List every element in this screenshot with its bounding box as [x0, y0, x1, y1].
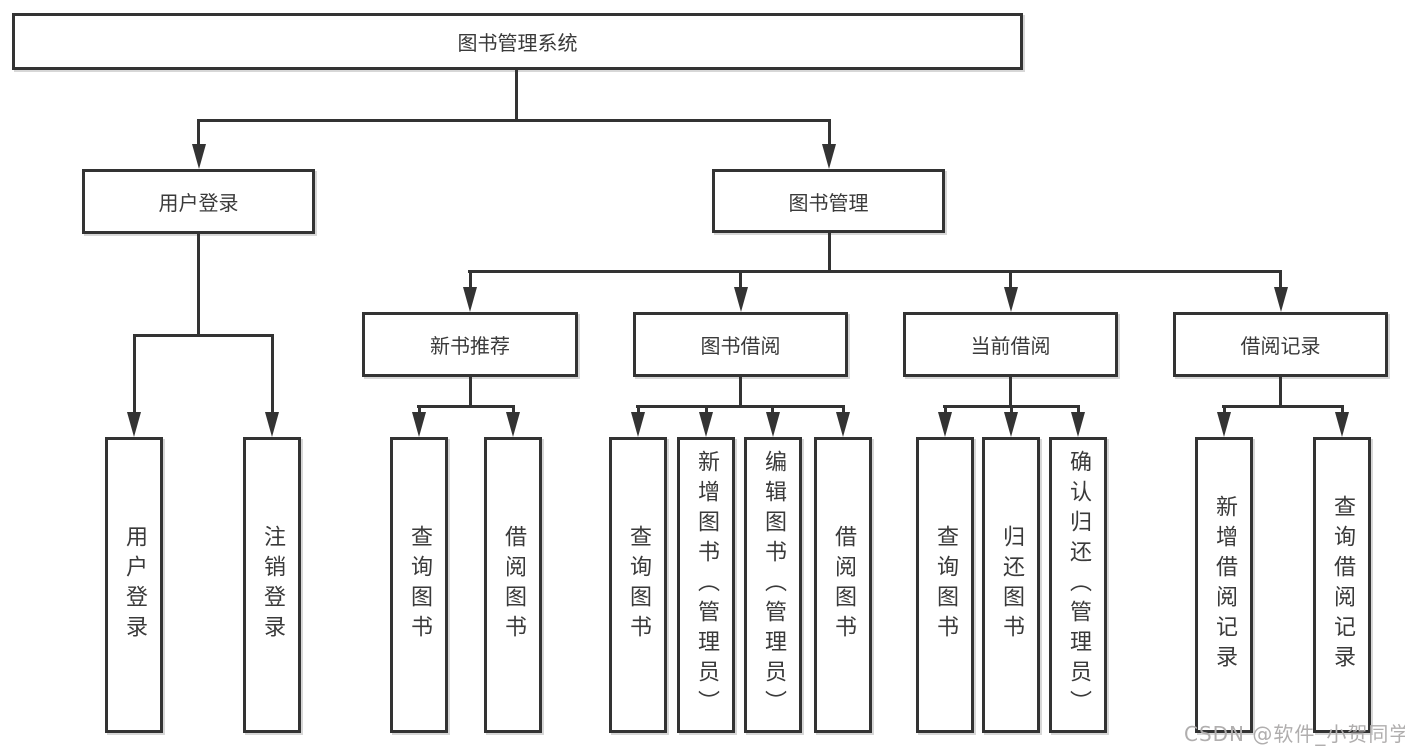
- leaf-add-borrow-record: 新增借阅记录: [1195, 437, 1253, 733]
- arrow-shaft: [943, 405, 947, 416]
- arrow-shaft: [468, 270, 472, 291]
- connector-hline: [468, 270, 1282, 273]
- connector-hline: [197, 119, 831, 122]
- arrow-shaft: [1222, 405, 1226, 416]
- connector-vline: [1279, 377, 1282, 408]
- node-library-management-system: 图书管理系统: [12, 13, 1023, 70]
- arrow-down-icon: [733, 287, 748, 312]
- arrow-down-icon: [1071, 412, 1085, 437]
- leaf-label: 借阅图书: [831, 525, 856, 645]
- arrow-shaft: [1009, 405, 1013, 416]
- arrow-shaft: [1340, 405, 1344, 416]
- leaf-borrow-books: 借阅图书: [814, 437, 872, 733]
- arrow-shaft: [704, 405, 708, 416]
- arrow-shaft: [841, 405, 845, 416]
- leaf-label: 借阅图书: [501, 525, 526, 645]
- connector-vline: [514, 70, 518, 122]
- arrow-down-icon: [265, 412, 279, 437]
- node-label: 图书管理: [788, 190, 869, 215]
- csdn-watermark: CSDN @软件_小贺同学: [1184, 722, 1405, 746]
- node-new-book-recommend: 新书推荐: [362, 312, 578, 377]
- leaf-label: 确认归还（管理员）: [1066, 450, 1091, 720]
- leaf-logout: 注销登录: [243, 437, 301, 733]
- connector-hline: [636, 405, 845, 408]
- arrow-down-icon: [631, 412, 645, 437]
- connector-vline: [739, 377, 742, 408]
- leaf-edit-books-admin: 编辑图书（管理员）: [744, 437, 802, 733]
- arrow-down-icon: [938, 412, 952, 437]
- node-label: 当前借阅: [970, 334, 1051, 358]
- leaf-label: 新增借阅记录: [1212, 495, 1237, 675]
- node-current-borrowing: 当前借阅: [903, 312, 1118, 377]
- leaf-query-borrow-record: 查询借阅记录: [1313, 437, 1371, 733]
- leaf-add-books-admin: 新增图书（管理员）: [677, 437, 735, 733]
- node-book-borrowing: 图书借阅: [633, 312, 848, 377]
- leaf-return-books: 归还图书: [982, 437, 1040, 733]
- arrow-down-icon: [127, 412, 141, 437]
- node-borrowing-records: 借阅记录: [1173, 312, 1388, 377]
- arrow-shaft: [1009, 270, 1012, 291]
- leaf-query-books-current: 查询图书: [916, 437, 974, 733]
- arrow-down-icon: [822, 144, 836, 169]
- leaf-label: 查询图书: [933, 525, 958, 645]
- arrow-down-icon: [1003, 287, 1018, 312]
- leaf-label: 编辑图书（管理员）: [761, 450, 786, 720]
- arrow-shaft: [1076, 405, 1080, 416]
- arrow-down-icon: [1335, 412, 1349, 437]
- leaf-label: 查询图书: [626, 525, 651, 645]
- arrow-down-icon: [412, 412, 426, 437]
- leaf-query-books-borrowing: 查询图书: [609, 437, 667, 733]
- arrow-shaft: [132, 334, 136, 416]
- connector-hline: [133, 334, 274, 337]
- leaf-label: 新增图书（管理员）: [694, 450, 719, 720]
- arrow-shaft: [827, 119, 831, 148]
- node-label: 新书推荐: [430, 334, 510, 358]
- node-book-management: 图书管理: [712, 169, 945, 233]
- connector-vline: [827, 233, 831, 272]
- node-label: 图书管理系统: [457, 31, 578, 55]
- node-label: 图书借阅: [700, 334, 781, 358]
- arrow-down-icon: [191, 144, 206, 169]
- node-user-login: 用户登录: [82, 169, 315, 234]
- connector-hline: [1222, 405, 1344, 408]
- node-label: 借阅记录: [1240, 334, 1321, 358]
- arrow-down-icon: [463, 287, 477, 312]
- leaf-user-login: 用户登录: [105, 437, 163, 733]
- leaf-label: 用户登录: [122, 525, 147, 645]
- arrow-shaft: [771, 405, 774, 416]
- node-label: 用户登录: [158, 191, 239, 215]
- arrow-down-icon: [1273, 287, 1288, 312]
- leaf-confirm-return-admin: 确认归还（管理员）: [1049, 437, 1107, 733]
- arrow-down-icon: [1217, 412, 1231, 437]
- arrow-shaft: [739, 270, 742, 291]
- leaf-label: 归还图书: [999, 525, 1024, 645]
- arrow-shaft: [197, 119, 200, 148]
- arrow-shaft: [1279, 270, 1282, 291]
- connector-vline: [468, 377, 472, 408]
- arrow-shaft: [417, 405, 421, 416]
- arrow-shaft: [270, 334, 274, 416]
- arrow-down-icon: [506, 412, 520, 437]
- arrow-down-icon: [836, 412, 850, 437]
- connector-vline: [197, 233, 200, 337]
- leaf-label: 查询图书: [407, 525, 432, 645]
- leaf-label: 注销登录: [260, 525, 285, 645]
- leaf-label: 查询借阅记录: [1330, 495, 1355, 675]
- arrow-down-icon: [765, 412, 780, 437]
- arrow-shaft: [511, 405, 515, 416]
- leaf-borrow-books-recommend: 借阅图书: [484, 437, 542, 733]
- arrow-down-icon: [699, 412, 713, 437]
- connector-hline: [417, 405, 515, 408]
- arrow-down-icon: [1004, 412, 1018, 437]
- leaf-query-books-recommend: 查询图书: [390, 437, 448, 733]
- arrow-shaft: [636, 405, 640, 416]
- connector-vline: [1009, 377, 1012, 408]
